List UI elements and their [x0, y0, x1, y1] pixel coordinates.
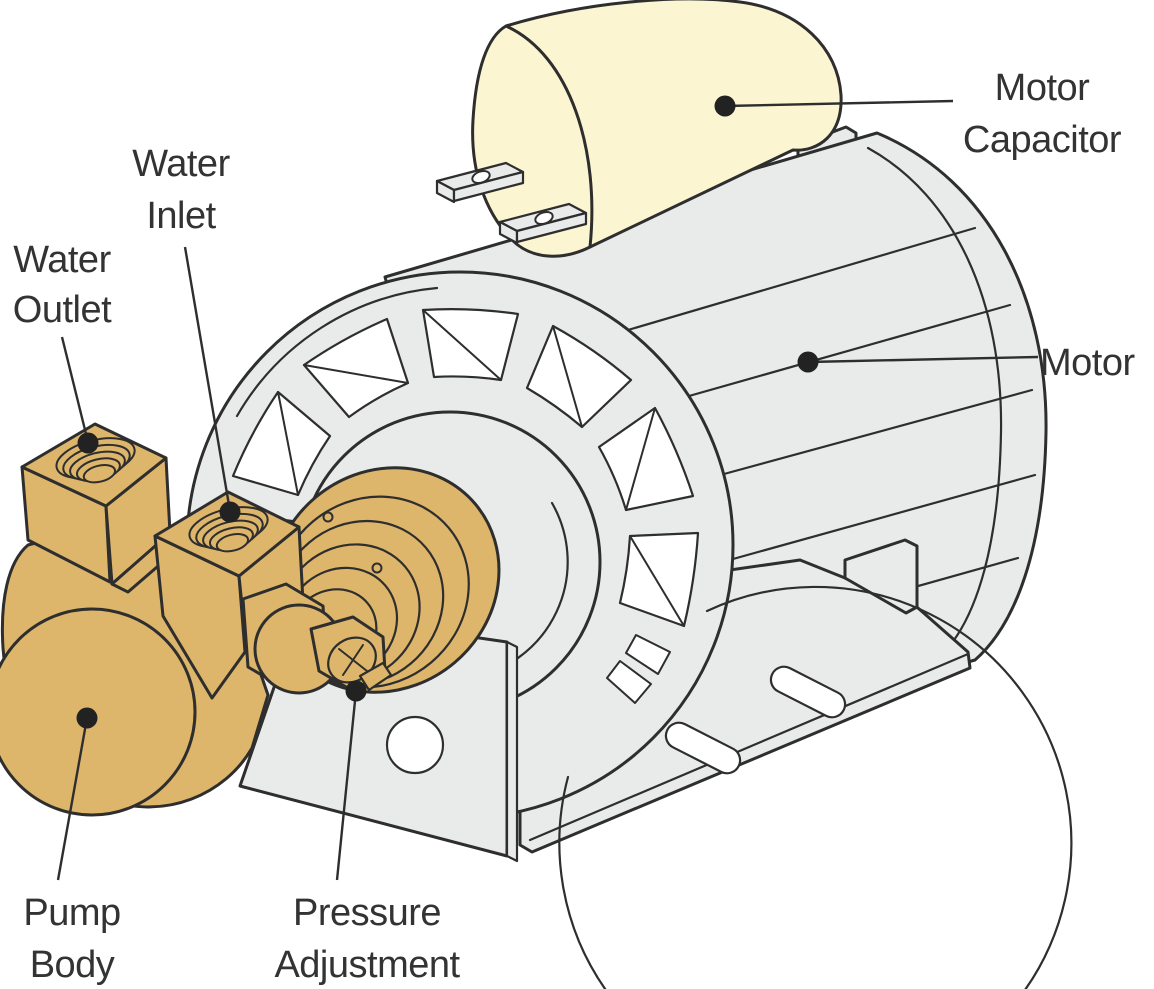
label-motor-capacitor: Motor [995, 67, 1090, 109]
label-pump-body: Pump [23, 892, 120, 934]
leader-line-motor [807, 355, 1039, 364]
label-dot-pump-body [76, 707, 98, 729]
vent-cutout [231, 390, 332, 497]
motor-cap-seam [866, 146, 1003, 650]
foot-thickness [505, 640, 519, 863]
label-dot-water-outlet [77, 432, 99, 454]
capacitor-terminal [498, 202, 588, 245]
pump-cylinder [0, 607, 197, 817]
face-rim-arc [235, 286, 439, 418]
pressure-adjustment-screw [241, 582, 393, 695]
base-plate-thickness [528, 652, 970, 842]
mounting-slot [769, 665, 847, 719]
leader-line-pressure-adjustment [335, 690, 358, 881]
motor-capacitor-part [435, 0, 843, 258]
vent-web [303, 364, 409, 384]
label-dot-water-inlet [219, 501, 241, 523]
screw-slot [338, 644, 368, 676]
foot-hole [385, 715, 445, 775]
mounting-slot [664, 721, 742, 775]
pump-assembly [0, 422, 501, 817]
vent-web [552, 325, 583, 428]
disc-screw-hole [322, 511, 334, 523]
leader-line-motor-capacitor [724, 99, 954, 108]
disc-screw-hole [371, 562, 383, 574]
label-dot-motor-capacitor [714, 95, 736, 117]
label-pressure-adjustment: Pressure [293, 892, 441, 934]
vent-cutout [421, 308, 520, 382]
vent-web [625, 407, 656, 511]
motor-fin [687, 303, 1012, 398]
label-dot-motor [797, 351, 819, 373]
vent-slot [625, 634, 671, 675]
water-outlet-port [20, 422, 172, 586]
leader-line-water-outlet [60, 336, 90, 443]
label-water-outlet: Water [13, 239, 111, 281]
outlet-threads [55, 437, 136, 484]
capacitor-body [471, 0, 843, 258]
capacitor-terminal [435, 161, 525, 204]
label-water-inlet: Inlet [146, 195, 216, 237]
vent-web [629, 535, 685, 627]
label-pressure-adjustment: Adjustment [274, 944, 460, 986]
screw-tip [358, 661, 393, 692]
label-motor-capacitor: Capacitor [963, 119, 1122, 161]
labels: Motor Capacitor Motor Water Inlet Water … [13, 67, 1136, 986]
vent-web [422, 309, 502, 381]
motor-fin [626, 226, 977, 332]
leader-line-water-inlet [183, 246, 232, 512]
capacitor-end-seam [504, 24, 594, 249]
label-dot-pressure-adjustment [345, 680, 367, 702]
vent-slot [606, 660, 652, 704]
motor-fin [731, 473, 1037, 561]
motor-fin [722, 388, 1034, 476]
label-motor: Motor [1040, 342, 1135, 384]
label-pump-body: Body [30, 944, 115, 986]
label-water-outlet: Outlet [13, 289, 112, 331]
vent-web [277, 391, 299, 496]
leader-lines [56, 95, 1039, 881]
leader-line-pump-body [56, 717, 89, 881]
label-water-inlet: Water [132, 143, 230, 185]
